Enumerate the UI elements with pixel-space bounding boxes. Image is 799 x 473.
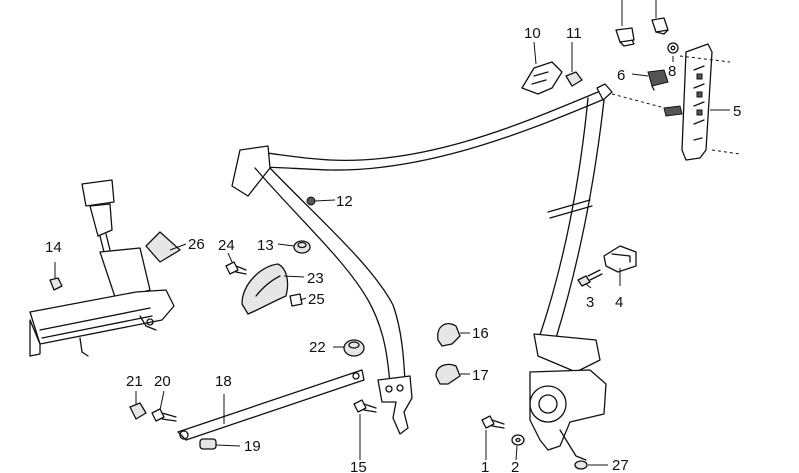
belt-guide-bracket [603,245,637,273]
part-labels: 10 11 6 8 5 12 13 24 23 25 14 26 22 16 1… [45,25,741,473]
trim-bolt [225,261,247,275]
retractor-nut [574,460,588,470]
adjuster-slider [647,69,669,91]
label-20: 20 [154,373,171,390]
label-3: 3 [586,294,594,311]
webbing-clip [306,196,316,206]
spacer [343,339,365,357]
label-22: 22 [309,339,326,356]
label-18: 18 [215,373,232,390]
retractor-assembly [529,97,607,461]
retractor-washer [511,434,525,446]
label-8: 8 [668,63,676,80]
anchor-bolt [151,408,177,422]
anchor-washer [129,402,147,420]
sleeve [199,438,217,450]
label-19: 19 [244,438,261,455]
anchor-cover-lower [435,363,461,385]
label-24: 24 [218,237,235,254]
buckle-cover-26 [145,231,181,263]
anchor-cover-upper [437,323,461,347]
label-23: 23 [307,270,324,287]
label-26: 26 [188,236,205,253]
leader-lines [54,0,730,466]
pillar-cover [521,61,563,95]
guide-screw [577,269,603,287]
label-11: 11 [566,25,582,42]
floor-bolt [353,399,377,413]
label-16: 16 [472,325,489,342]
trim-clip [289,293,303,307]
label-12: 12 [336,193,353,210]
label-13: 13 [257,237,274,254]
belt-webbing [231,83,613,435]
label-14: 14 [45,239,62,256]
label-4: 4 [615,294,623,311]
trim-cover [241,263,289,315]
buckle-assembly [29,179,175,357]
label-25: 25 [308,291,325,308]
label-15: 15 [350,459,367,473]
label-2: 2 [511,459,519,473]
height-adjuster-rail [611,43,741,161]
label-17: 17 [472,367,489,384]
retractor-bolt [481,415,505,429]
grommet [293,240,311,254]
anchor-bar [177,369,365,441]
label-27: 27 [612,457,629,473]
buckle-nut [49,277,63,291]
label-1: 1 [481,459,489,473]
label-21: 21 [126,373,143,390]
spacer-nut [565,71,583,87]
label-5: 5 [733,103,741,120]
label-10: 10 [524,25,541,42]
top-bolts [615,17,683,117]
label-6: 6 [617,67,625,84]
